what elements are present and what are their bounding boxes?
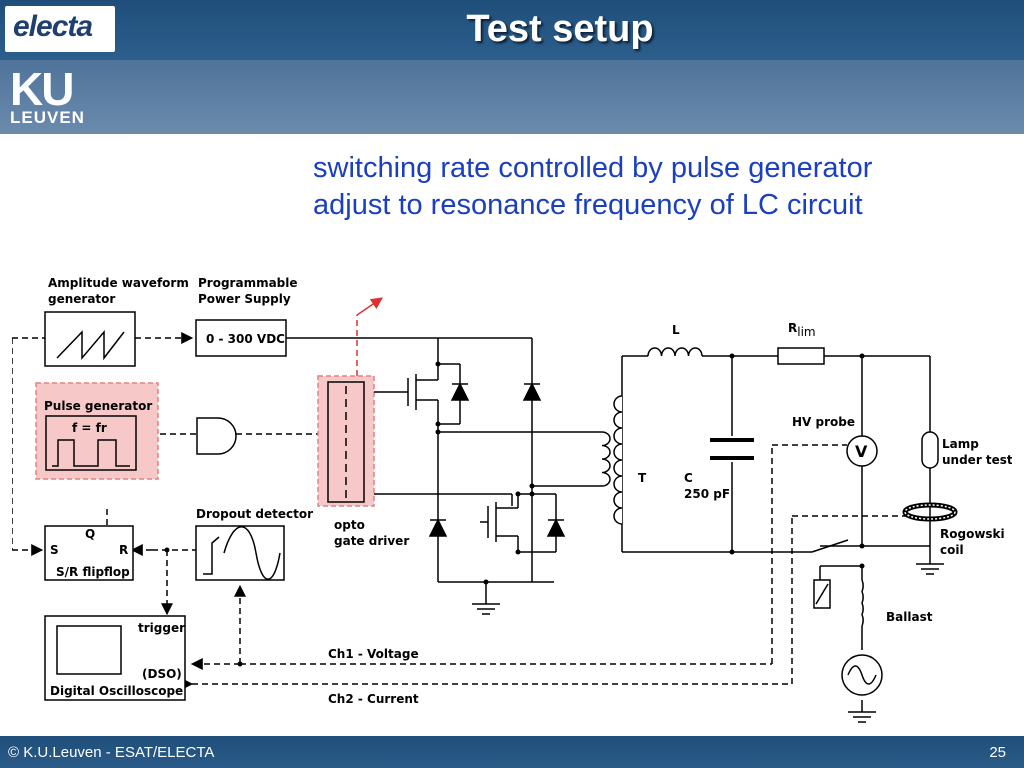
- ku-logo-text: KU: [10, 63, 74, 115]
- header-band: [0, 60, 1024, 134]
- inductor-label: L: [672, 323, 680, 337]
- opto-label-2: gate driver: [334, 534, 409, 548]
- oscilloscope-trigger: trigger: [138, 621, 185, 635]
- ballast-label: Ballast: [886, 610, 933, 624]
- lamp-label-1: Lamp: [942, 437, 979, 451]
- dropout-sine: [223, 526, 281, 580]
- capacitor-c: [710, 438, 754, 460]
- flipflop-name: S/R flipflop: [56, 565, 130, 579]
- diodes: [428, 382, 566, 537]
- electa-logo-text: electa: [13, 10, 93, 43]
- junction-dots: [164, 353, 865, 667]
- pulse-generator-label: Pulse generator: [44, 399, 152, 413]
- slide-footer: © K.U.Leuven - ESAT/ELECTA 25: [0, 736, 1024, 768]
- rogowski-label-1: Rogowski: [940, 527, 1005, 541]
- power-supply-range: 0 - 300 VDC: [206, 332, 285, 346]
- amplitude-generator-label-1: Amplitude waveform: [48, 276, 189, 290]
- oscilloscope-name: Digital Oscilloscope: [50, 684, 183, 698]
- relay-symbol: [815, 583, 829, 605]
- opto-label-1: opto: [334, 518, 365, 532]
- pulse-generator-box: [45, 415, 137, 471]
- power-supply-label-1: Programmable: [198, 276, 298, 290]
- control-lines: [11, 332, 912, 690]
- inductor-l: [647, 347, 703, 357]
- transformer-label: T: [638, 471, 647, 485]
- channel-2-label: Ch2 - Current: [328, 692, 419, 706]
- amplitude-generator-label-2: generator: [48, 292, 115, 306]
- voltmeter: [846, 435, 878, 467]
- flipflop-box: [44, 525, 134, 581]
- opto-output-line: [356, 297, 383, 376]
- electa-logo: electa: [5, 6, 115, 52]
- pulse-waveform: [52, 439, 130, 467]
- power-supply-box: [195, 319, 287, 357]
- dropout-box: [195, 525, 285, 581]
- ac-source-sine: [847, 665, 877, 685]
- leuven-logo-text: LEUVEN: [10, 108, 85, 127]
- rogowski-label-2: coil: [940, 543, 964, 557]
- subtitle-line-1: switching rate controlled by pulse gener…: [313, 152, 873, 184]
- capacitor-label: C: [684, 471, 693, 485]
- hv-probe-label: HV probe: [792, 415, 855, 429]
- transformer-primary: [601, 431, 611, 487]
- resistor-rlim: [777, 347, 825, 365]
- circuit-diagram: Amplitude waveform generator 0 - 300 VDC…: [11, 240, 1013, 732]
- and-gate: [196, 417, 237, 455]
- ku-leuven-logo: KU LEUVEN: [8, 63, 112, 128]
- rogowski-coil-windings: [904, 504, 956, 520]
- oscilloscope-tag: (DSO): [142, 667, 182, 681]
- voltmeter-symbol: V: [855, 442, 868, 461]
- transformer-secondary: [613, 395, 623, 525]
- lamp-under-test: [921, 431, 939, 469]
- sawtooth-waveform: [56, 329, 125, 361]
- amplitude-generator-box: [44, 311, 136, 367]
- dropout-symbol: [203, 536, 220, 575]
- copyright: © K.U.Leuven - ESAT/ELECTA: [8, 744, 215, 761]
- oscilloscope-box: [44, 615, 186, 701]
- circuit-svg: Amplitude waveform generator 0 - 300 VDC…: [11, 276, 1013, 723]
- opto-driver-box: [327, 381, 365, 503]
- subtitle-line-2: adjust to resonance frequency of LC circ…: [313, 189, 863, 221]
- page-title: Test setup: [466, 8, 654, 50]
- pulse-generator-highlight: [35, 382, 159, 480]
- flipflop-q: Q: [85, 527, 95, 541]
- oscilloscope-screen: [56, 625, 122, 675]
- flipflop-s: S: [50, 543, 59, 557]
- channel-1-label: Ch1 - Voltage: [328, 647, 419, 661]
- pulse-frequency: f = fr: [72, 421, 107, 435]
- lamp-label-2: under test: [942, 453, 1012, 467]
- slide-header: electa KU LEUVEN Test setup: [0, 0, 1024, 134]
- subtitle: switching rate controlled by pulse gener…: [313, 150, 872, 224]
- power-supply-label-2: Power Supply: [198, 292, 291, 306]
- ballast-inductor: [861, 579, 864, 627]
- ground-symbols: [472, 563, 944, 723]
- resistor-label: Rlim: [788, 321, 816, 339]
- flipflop-r: R: [119, 543, 128, 557]
- capacitor-value: 250 pF: [684, 487, 730, 501]
- page-number: 25: [989, 744, 1006, 761]
- dropout-label: Dropout detector: [196, 507, 313, 521]
